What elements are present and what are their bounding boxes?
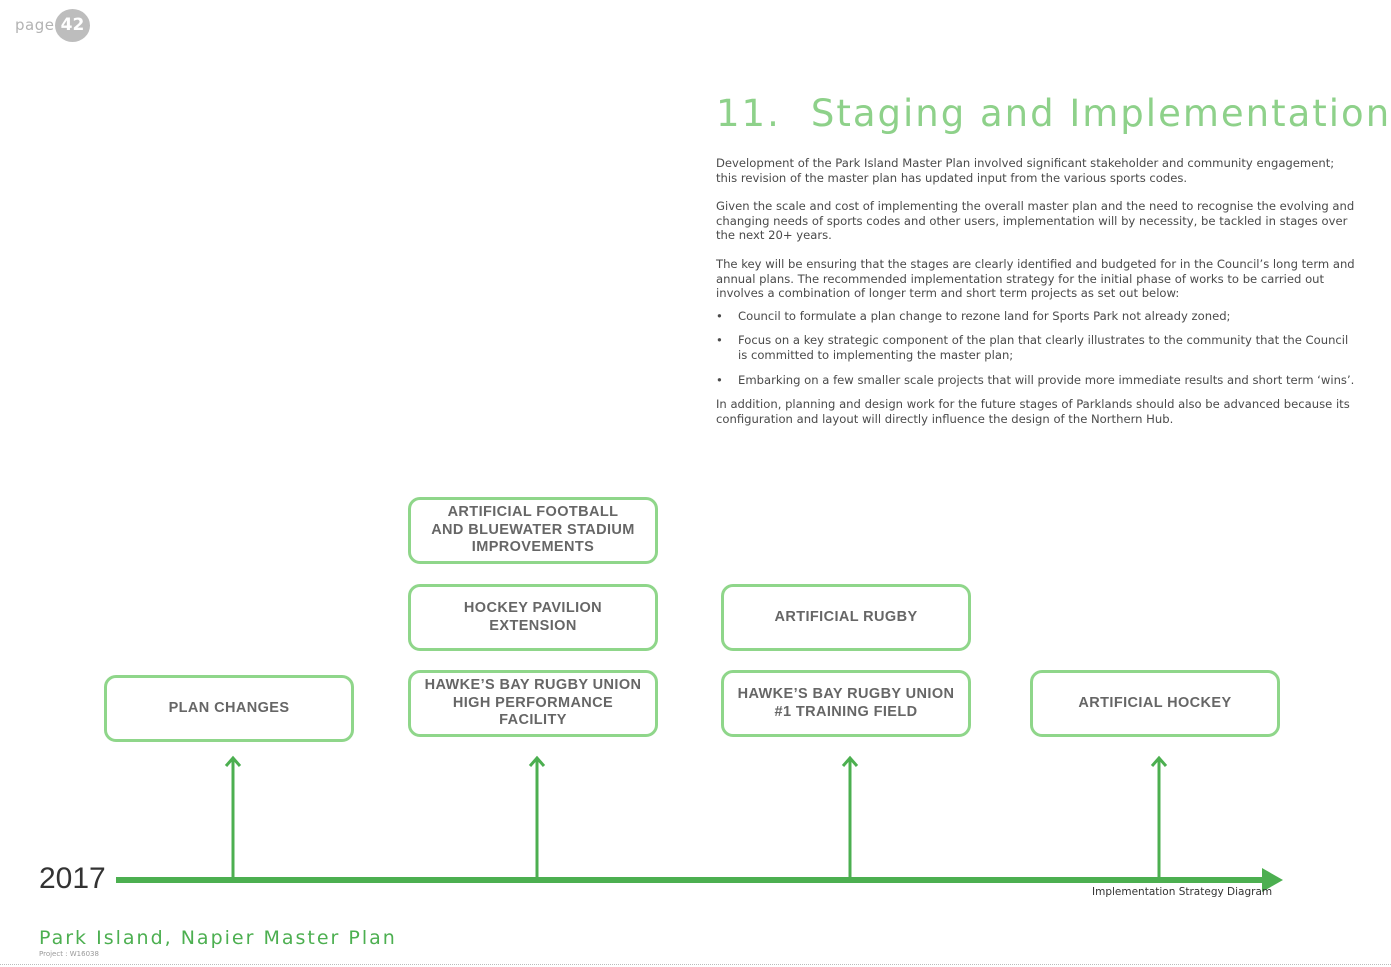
diagram-caption: Implementation Strategy Diagram [1092, 886, 1273, 898]
bullet-text: Embarking on a few smaller scale project… [738, 372, 1355, 387]
page-label: page [15, 16, 55, 34]
paragraph: Development of the Park Island Master Pl… [716, 156, 1335, 185]
footer-title: Park Island, Napier Master Plan [39, 927, 397, 949]
stage-box-hbru-training-field: HAWKE’S BAY RUGBY UNION #1 TRAINING FIEL… [721, 670, 971, 737]
section-number: 11. [716, 92, 781, 135]
paragraph: The key will be ensuring that the stages… [716, 256, 1355, 301]
stage-box-artificial-rugby: ARTIFICIAL RUGBY [721, 584, 971, 651]
timeline-arrowhead-icon [1262, 868, 1283, 892]
stage-box-artificial-football: ARTIFICIAL FOOTBALL AND BLUEWATER STADIU… [408, 497, 658, 564]
stage-arrow-head-icon [1150, 755, 1168, 767]
stage-box-artificial-hockey: ARTIFICIAL HOCKEY [1030, 670, 1280, 737]
bullet-item: • Council to formulate a plan change to r… [716, 309, 1356, 324]
bullet-symbol: • [716, 333, 723, 348]
stage-box-hbru-high-performance: HAWKE’S BAY RUGBY UNION HIGH PERFORMANCE… [408, 670, 658, 737]
stage-arrow-head-icon [528, 755, 546, 767]
bullet-item: • Focus on a key strategic component of t… [716, 333, 1356, 362]
bullet-symbol: • [716, 372, 723, 387]
body-copy: Development of the Park Island Master Pl… [716, 156, 1356, 440]
stage-box-hockey-pavilion: HOCKEY PAVILION EXTENSION [408, 584, 658, 651]
bullet-text: Council to formulate a plan change to re… [738, 308, 1231, 323]
bullet-text: Focus on a key strategic component of th… [738, 333, 1349, 362]
bullet-list: • Council to formulate a plan change to r… [716, 309, 1356, 387]
stage-box-plan-changes: PLAN CHANGES [104, 675, 354, 742]
page-number-badge: 42 [55, 9, 90, 42]
footer-project-number: Project : W16038 [39, 950, 99, 958]
bullet-symbol: • [716, 308, 723, 323]
section-title-text: Staging and Implementation [810, 92, 1391, 135]
paragraph: Given the scale and cost of implementing… [716, 199, 1355, 243]
bullet-item: • Embarking on a few smaller scale projec… [716, 373, 1356, 388]
timeline-start-year: 2017 [39, 862, 106, 895]
stage-arrow-head-icon [224, 755, 242, 767]
stage-arrow-head-icon [841, 755, 859, 767]
closing-paragraph: In addition, planning and design work fo… [716, 397, 1350, 426]
section-title: 11. Staging and Implementation [716, 92, 1391, 135]
footer-divider [0, 964, 1391, 965]
